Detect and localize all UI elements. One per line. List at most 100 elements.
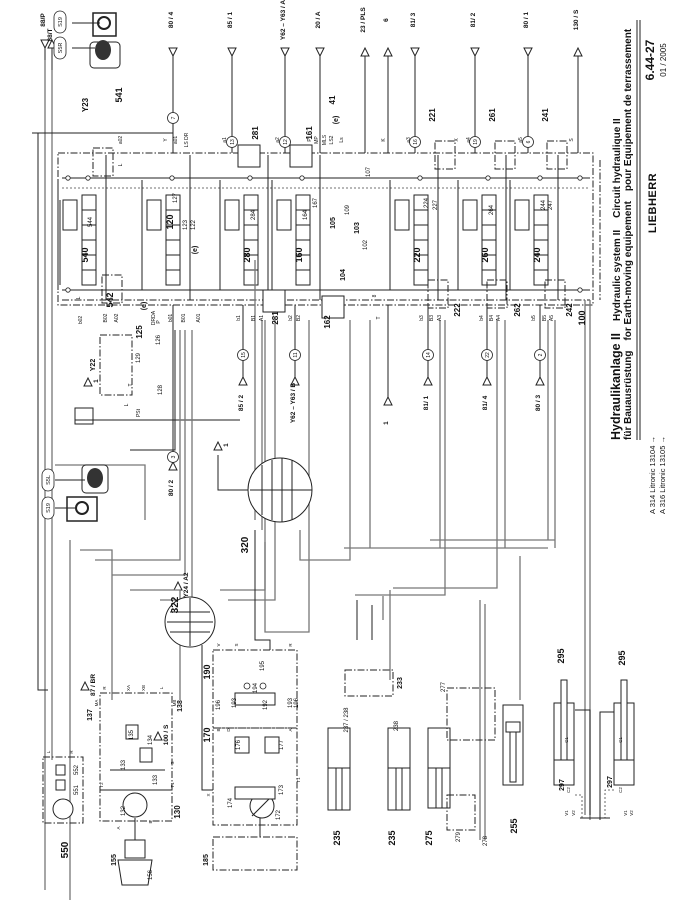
port-tag: X [454, 138, 460, 142]
port-tag: A5 [549, 315, 555, 321]
component-number: 278 [483, 835, 489, 846]
port-tag: C2 [618, 787, 623, 793]
switch-label: S19 [58, 17, 64, 27]
arrow-icon [482, 375, 492, 386]
port-label-bottom: 1 [223, 443, 230, 447]
relief-valve [427, 279, 449, 309]
port-tag: T1 [296, 777, 301, 783]
wire-marker [481, 349, 493, 361]
port-tag: MP [314, 136, 320, 144]
component-number: 135 [129, 729, 135, 740]
wire-marker [167, 451, 179, 463]
switch-s5l[interactable] [41, 468, 55, 492]
component-number: (e) [192, 246, 199, 255]
junction [577, 287, 583, 293]
port-tag: LS DR [184, 132, 190, 147]
component-number: 244 [541, 199, 547, 210]
arrow-icon [423, 375, 433, 386]
component-number: 196 [216, 699, 222, 710]
port-tag: D [226, 728, 231, 732]
component-number: Y22 [90, 359, 97, 372]
port-tag: A4 [496, 315, 502, 321]
component-number: 190 [202, 664, 212, 679]
arrow-up-icon [573, 46, 583, 57]
port-tag: b2 [288, 315, 294, 321]
port-tag: a5 [518, 137, 524, 143]
port-label-bottom: Y62 – Y63 / B [290, 383, 297, 424]
wire-marker-label: 2 [538, 353, 544, 356]
component-number: 281 [251, 126, 260, 140]
port-tag: X [206, 793, 211, 796]
switch-s19[interactable] [53, 10, 67, 34]
port-tag: P [156, 320, 162, 324]
component-number: 238 [394, 720, 400, 731]
port-tag: L [76, 296, 82, 299]
switch-s19[interactable] [41, 496, 55, 520]
wire-marker-label: 14 [426, 352, 432, 358]
subtitle-en: for Earth-moving equipement [623, 200, 634, 340]
component-number: 161 [305, 126, 314, 140]
switch-label: S19 [46, 503, 52, 513]
component-number: 170 [202, 727, 212, 742]
port-label-top: 85 / 1 [227, 11, 234, 28]
arrow-down-icon [280, 47, 290, 58]
component-number: (e) [141, 302, 148, 311]
port-label-top: 81/ 2 [470, 12, 477, 27]
port-tag: 8 [372, 294, 378, 297]
relief-valve [544, 279, 566, 309]
component-number: 128 [158, 384, 164, 395]
component-number: 133 [153, 774, 159, 785]
subtitle-fr: pour Equipement de terrassement [623, 28, 634, 191]
wire-marker [469, 136, 481, 148]
component-number: 281 [271, 311, 280, 325]
arrow-icon [383, 395, 393, 406]
component-number: 177 [279, 739, 285, 750]
port-tag: b02 [78, 316, 84, 325]
port-label-bottom: Y24 / A2 [183, 572, 190, 597]
wire-marker [422, 349, 434, 361]
control-valve-block-100 [57, 152, 594, 306]
port-label-bottom: 100 / S [163, 724, 170, 745]
arrow-down-icon [470, 47, 480, 58]
component-number: 551 [74, 784, 80, 795]
wire-marker [522, 136, 534, 148]
port-label-top: 23 / PLS [360, 7, 367, 33]
arrow-icon [173, 580, 183, 591]
title-fr: Circuit hydraulique II [612, 118, 623, 218]
wire-marker-label: 13 [230, 139, 236, 145]
port-tag: B [148, 820, 153, 823]
arrow-icon [290, 375, 300, 386]
port-tag: S [234, 643, 239, 646]
port-tag: L [118, 163, 124, 166]
sheet-date: 01 / 2005 [659, 43, 668, 77]
valve-281b [262, 289, 286, 313]
port-label-bottom: 1 [383, 421, 390, 425]
component-number: 277 [441, 681, 447, 692]
component-number: 109 [345, 204, 351, 215]
component-number: 542 [105, 292, 115, 307]
port-tag: K [381, 138, 387, 142]
port-tag: a02 [118, 136, 124, 145]
component-number: 195 [260, 660, 266, 671]
wire-marker-label: 16 [413, 139, 419, 145]
component-number: 241 [541, 108, 550, 122]
component-number: 126 [156, 334, 162, 345]
port-tag: b4 [479, 315, 485, 321]
component-number: 167 [313, 197, 319, 208]
port-tag: B5 [542, 315, 548, 321]
subtitle-de: für Bauausrüstung [623, 351, 634, 440]
component-number: 185 [203, 854, 210, 866]
title-en: Hydraulic system II [612, 230, 623, 321]
port-label-bottom: 81/ 4 [482, 395, 489, 410]
port-tag: B1 [251, 315, 257, 321]
junction [247, 175, 253, 181]
component-number: 130 [173, 805, 182, 819]
port-tag: S [170, 761, 175, 764]
valve-161 [289, 144, 313, 168]
switch-s5r[interactable] [53, 36, 67, 60]
spool-section [57, 155, 107, 300]
component-number: 279 [456, 831, 462, 842]
port-tag: b5 [531, 315, 537, 321]
spool-section [389, 155, 439, 300]
